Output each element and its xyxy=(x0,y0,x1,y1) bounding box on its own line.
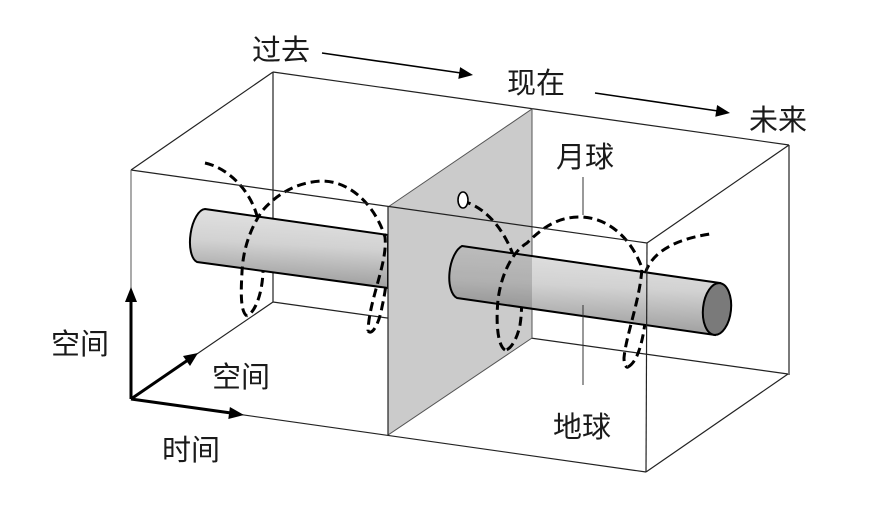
box-bottom-right-edge xyxy=(645,373,789,473)
label-axis-time: 时间 xyxy=(162,433,220,467)
axes xyxy=(125,287,244,419)
label-future: 未来 xyxy=(749,103,807,137)
box-top-right-edge xyxy=(646,144,790,244)
label-earth: 地球 xyxy=(553,410,611,444)
label-moon: 月球 xyxy=(556,140,614,174)
future-orbit-back-strand-2 xyxy=(627,232,711,369)
axis-space-vertical-arrowhead xyxy=(125,287,137,302)
axis-time-arrowhead xyxy=(228,407,244,419)
present-to-future-arrowhead xyxy=(715,105,730,117)
present-to-future-arrow-line xyxy=(594,92,719,112)
label-past: 过去 xyxy=(252,33,310,67)
axis-space-depth-arrowhead xyxy=(183,353,198,366)
box-top-left-edge xyxy=(130,71,274,171)
box-front-edges xyxy=(130,169,648,473)
axis-space-depth-line xyxy=(130,358,189,401)
box-front-top-edge xyxy=(130,169,648,244)
moon-marker xyxy=(457,191,469,209)
future-earth-cylinder-outline xyxy=(448,244,722,337)
axis-time-line xyxy=(130,397,232,415)
earth-end-cap xyxy=(701,282,733,336)
label-axis-space-vertical: 空间 xyxy=(51,327,109,361)
box-front-right-edge xyxy=(645,242,648,473)
future-orbit-front-strand xyxy=(495,215,644,369)
box-back-top-edge xyxy=(272,71,790,146)
future-earth-cylinder-shade xyxy=(449,246,532,335)
past-orbit-front-strand xyxy=(239,179,387,332)
past-earth-cylinder xyxy=(188,207,389,290)
label-axis-space-depth: 空间 xyxy=(212,360,270,394)
future-earth-cylinder xyxy=(449,246,720,335)
past-orbit-back-strand-2 xyxy=(366,283,388,334)
label-present: 现在 xyxy=(507,66,565,100)
past-to-present-arrow-line xyxy=(321,52,462,74)
past-to-present-arrowhead xyxy=(458,67,473,79)
